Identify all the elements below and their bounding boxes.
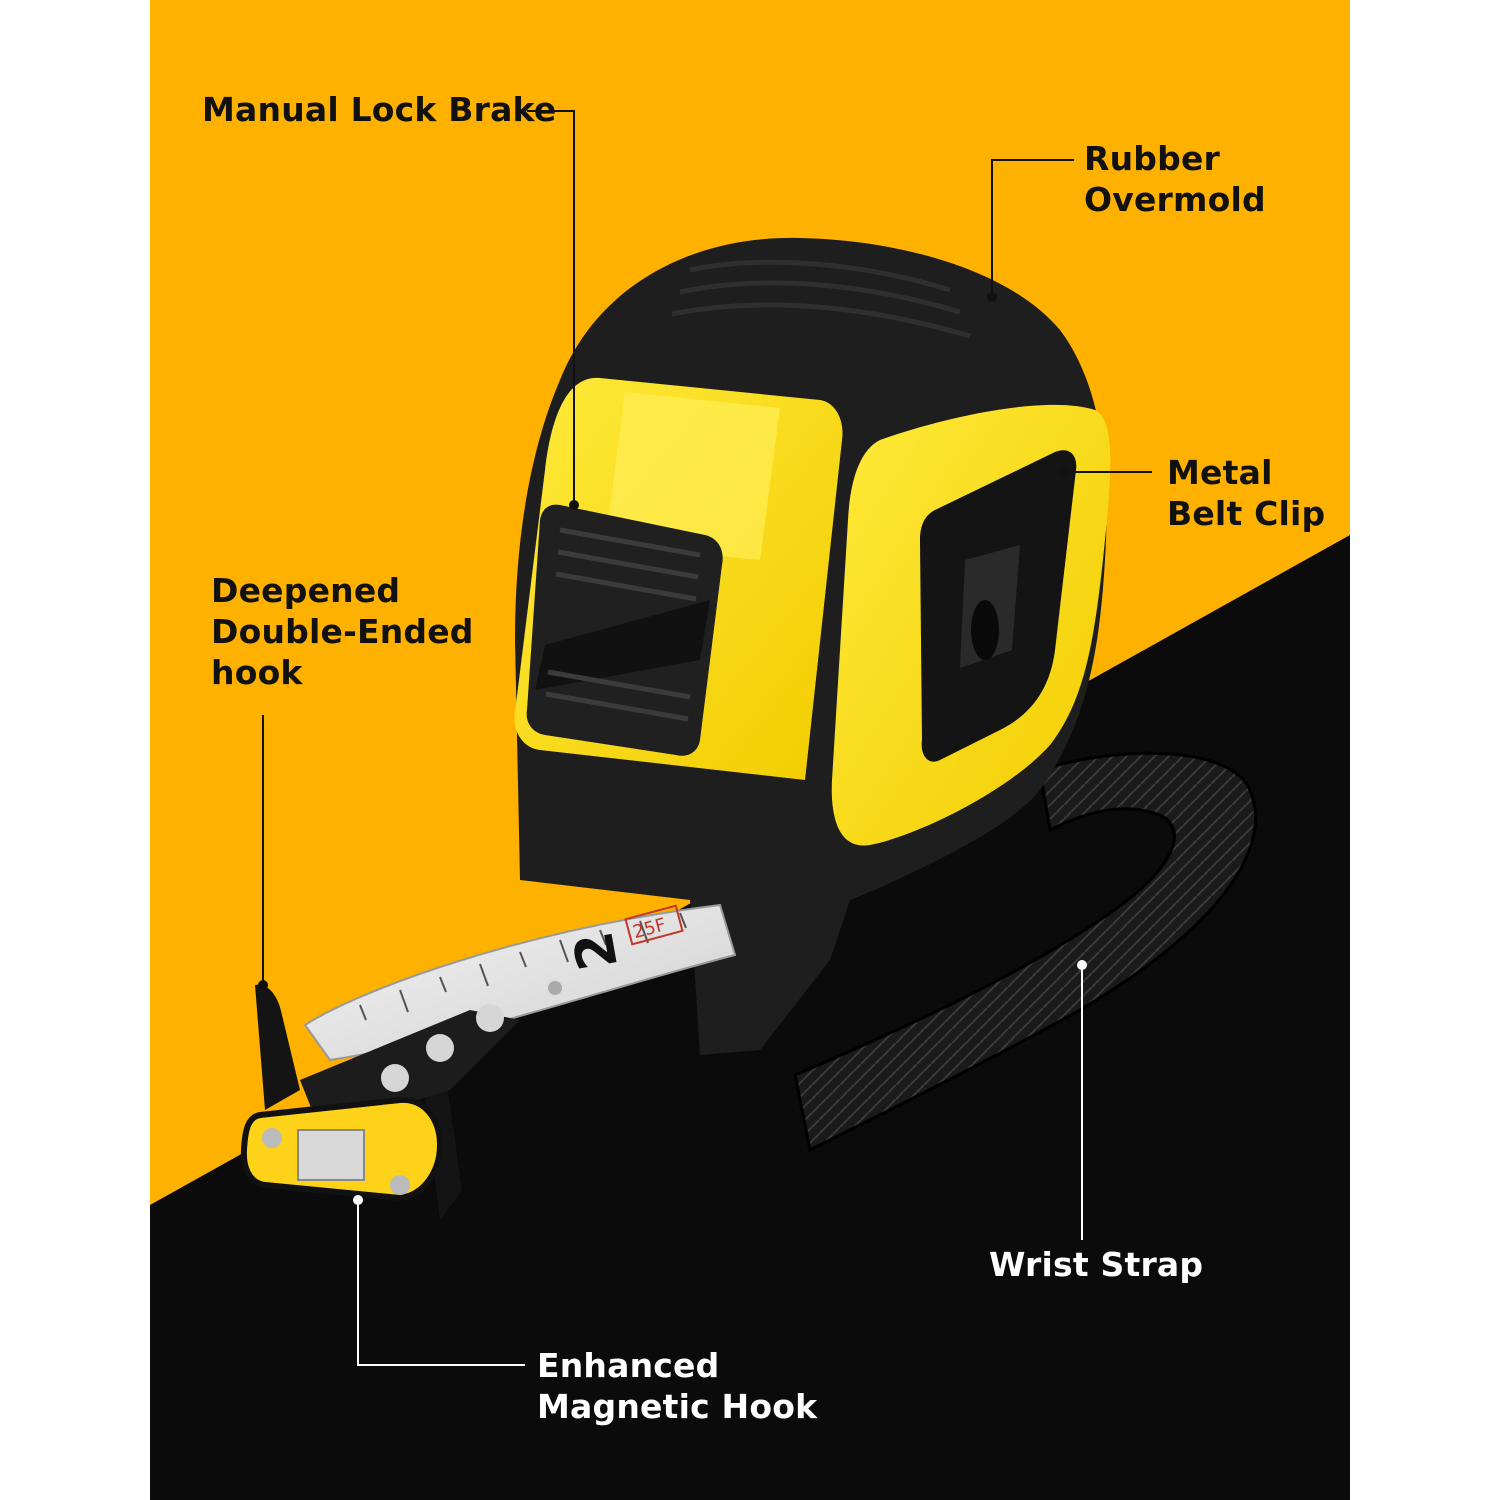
callout-metal-belt-clip: Metal Belt Clip	[1167, 453, 1326, 533]
callout-lines	[262, 110, 1152, 1366]
wrist-strap	[793, 751, 1257, 1153]
metal-belt-clip	[920, 450, 1077, 762]
callout-wrist-strap: Wrist Strap	[989, 1245, 1204, 1284]
lock-brake-button	[526, 504, 723, 756]
callout-rubber-overmold: Rubber Overmold	[1084, 139, 1266, 219]
callout-magnetic-hook: Enhanced Magnetic Hook	[537, 1346, 818, 1426]
double-ended-hook	[255, 981, 562, 1220]
magnetic-hook-plate	[240, 1096, 444, 1202]
callout-double-ended-hook: Deepened Double-Ended hook	[211, 571, 474, 692]
housing-ribs	[671, 259, 971, 339]
callout-dots	[258, 292, 1087, 1205]
product-image: 2 25F	[150, 0, 1350, 1500]
callout-manual-lock-brake: Manual Lock Brake	[202, 90, 557, 129]
tape-measure-illustration: 2 25F	[150, 0, 1350, 1500]
